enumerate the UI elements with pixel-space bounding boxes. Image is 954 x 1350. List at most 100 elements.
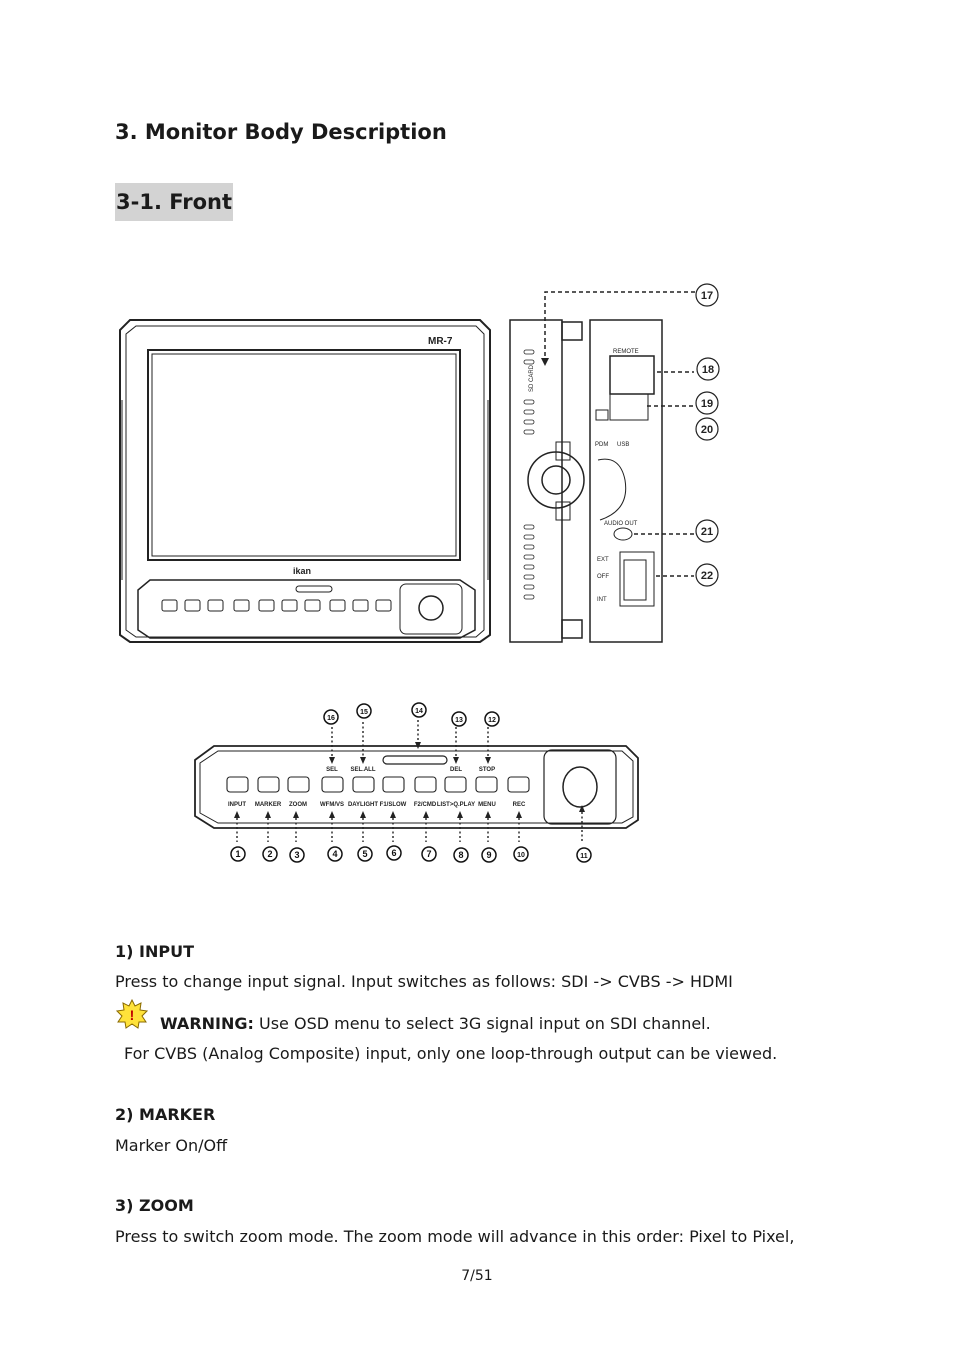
marker-14: 14 <box>411 702 427 718</box>
svg-text:20: 20 <box>701 424 713 436</box>
svg-text:10: 10 <box>517 852 525 859</box>
svg-text:15: 15 <box>360 709 368 716</box>
callout-17: 17 <box>695 283 719 307</box>
svg-text:22: 22 <box>701 570 713 582</box>
menu-button-shape <box>475 776 498 793</box>
panel-number-markers-top: 16 15 14 13 12 <box>323 702 500 727</box>
usb-label: USB <box>617 442 629 448</box>
callout-arrowhead <box>541 358 549 366</box>
marker-2: 2 <box>262 846 278 862</box>
sdcard-label: SD CARD <box>529 364 535 392</box>
off-label: OFF <box>597 574 609 580</box>
panel-button-labels: INPUT MARKER ZOOM WFM/VS DAYLIGHT F1/SLO… <box>228 802 526 808</box>
item-title-zoom: 3) ZOOM <box>115 1196 194 1215</box>
brand-label: ikan <box>293 566 311 576</box>
marker-1: 1 <box>230 846 246 862</box>
marker-7: 7 <box>421 846 437 862</box>
label-marker: MARKER <box>255 802 282 808</box>
marker-12: 12 <box>484 711 500 727</box>
svg-text:16: 16 <box>327 715 335 722</box>
warning-text: Use OSD menu to select 3G signal input o… <box>253 1014 711 1033</box>
svg-text:17: 17 <box>701 290 713 302</box>
svg-text:19: 19 <box>701 398 713 410</box>
pdm-label: PDM <box>595 442 608 448</box>
marker-5: 5 <box>357 846 373 862</box>
warning-note: For CVBS (Analog Composite) input, only … <box>124 1044 778 1063</box>
remote-label: REMOTE <box>613 349 639 355</box>
svg-text:1: 1 <box>235 849 240 859</box>
svg-text:21: 21 <box>701 526 713 538</box>
label-daylight: DAYLIGHT <box>348 802 378 808</box>
panel-top-labels: SEL SEL.ALL DEL STOP <box>326 767 495 773</box>
svg-text:2: 2 <box>267 849 272 859</box>
warning-line: WARNING: Use OSD menu to select 3G signa… <box>160 1014 711 1033</box>
list-button-shape <box>444 776 467 793</box>
svg-text:9: 9 <box>486 850 491 860</box>
control-panel-figure: INPUT MARKER ZOOM WFM/VS DAYLIGHT F1/SLO… <box>194 702 639 863</box>
callout-markers: 17 18 19 20 21 22 <box>695 283 720 587</box>
callout-leaders <box>544 291 695 577</box>
page-number: 7/51 <box>461 1268 493 1284</box>
item-text-zoom: Press to switch zoom mode. The zoom mode… <box>115 1227 795 1246</box>
marker-16: 16 <box>323 709 339 725</box>
svg-text:4: 4 <box>332 849 337 859</box>
svg-text:18: 18 <box>702 364 714 376</box>
panel-buttons <box>226 776 530 793</box>
label-f2: F2/CMD <box>414 802 437 808</box>
connector-panel <box>589 319 663 643</box>
item-title-marker: 2) MARKER <box>115 1105 216 1124</box>
warning-label: WARNING: <box>160 1014 254 1033</box>
callout-21: 21 <box>695 519 719 543</box>
f1-button-shape <box>382 776 405 793</box>
svg-text:8: 8 <box>458 850 463 860</box>
monitor-front-body <box>119 319 491 643</box>
ext-label: EXT <box>597 557 609 563</box>
monitor-side-body <box>509 319 585 643</box>
svg-text:5: 5 <box>362 849 367 859</box>
label-list: LIST>Q.PLAY <box>437 802 475 808</box>
wfm-button-shape <box>321 776 344 793</box>
rec-button-shape <box>507 776 530 793</box>
marker-10: 10 <box>513 846 529 862</box>
label-sel-all: SEL.ALL <box>351 767 376 773</box>
marker-button-shape <box>257 776 280 793</box>
marker-9: 9 <box>481 847 497 863</box>
label-wfm: WFM/VS <box>320 802 344 808</box>
callout-19: 19 <box>695 391 719 415</box>
label-zoom: ZOOM <box>289 802 307 808</box>
control-panel-body <box>194 745 639 829</box>
label-f1: F1/SLOW <box>380 802 407 808</box>
svg-text:7: 7 <box>426 849 431 859</box>
input-button-shape <box>226 776 249 793</box>
label-stop: STOP <box>479 767 495 773</box>
label-rec: REC <box>513 802 526 808</box>
subsection-title: 3-1. Front <box>115 183 234 221</box>
marker-13: 13 <box>451 711 467 727</box>
svg-text:!: ! <box>130 1007 135 1023</box>
svg-text:3: 3 <box>294 850 299 860</box>
marker-3: 3 <box>289 847 305 863</box>
panel-leaders <box>236 720 583 842</box>
marker-15: 15 <box>356 703 372 719</box>
label-del: DEL <box>450 767 462 773</box>
item-title-input: 1) INPUT <box>115 942 194 961</box>
svg-text:11: 11 <box>580 853 588 860</box>
int-label: INT <box>597 597 607 603</box>
marker-4: 4 <box>327 846 343 862</box>
label-menu: MENU <box>478 802 496 808</box>
warning-icon: ! <box>116 999 148 1029</box>
marker-11: 11 <box>576 847 592 863</box>
marker-6: 6 <box>386 845 402 861</box>
marker-8: 8 <box>453 847 469 863</box>
label-input: INPUT <box>228 802 246 808</box>
section-title: 3. Monitor Body Description <box>115 120 447 144</box>
zoom-button-shape <box>287 776 310 793</box>
callout-18: 18 <box>696 357 720 381</box>
callout-20: 20 <box>695 417 719 441</box>
callout-22: 22 <box>695 563 719 587</box>
item-text-marker: Marker On/Off <box>115 1136 228 1155</box>
item-text-input: Press to change input signal. Input swit… <box>115 972 733 991</box>
model-label: MR-7 <box>428 336 453 347</box>
daylight-button-shape <box>352 776 375 793</box>
panel-number-markers-bottom: 1 2 3 4 5 6 7 8 9 10 11 <box>230 845 592 863</box>
